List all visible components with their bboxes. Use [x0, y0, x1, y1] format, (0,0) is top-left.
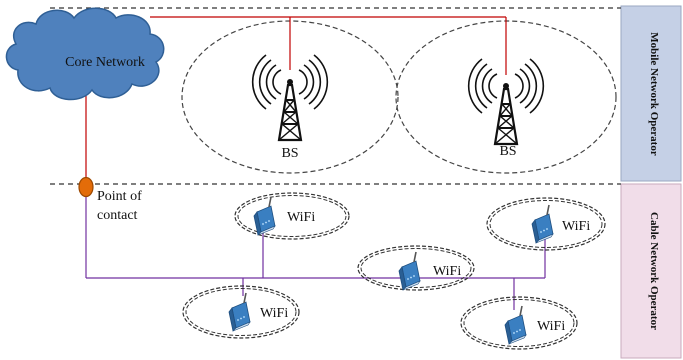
wifi-node: WiFi [182, 285, 300, 339]
operator-sidebar: Mobile Network Operator Cable Network Op… [620, 5, 682, 359]
wifi-coverage [486, 197, 606, 251]
mobile-operator-panel [620, 5, 682, 182]
point-of-contact-label-2: contact [97, 208, 138, 223]
wifi-label: WiFi [260, 306, 288, 321]
wifi-label: WiFi [537, 319, 565, 334]
wifi-node: WiFi [234, 192, 350, 240]
contact-point-icon [78, 176, 94, 198]
wifi-router-icon [253, 196, 276, 236]
base-station: BS [467, 57, 545, 159]
cable-operator-label: Cable Network Operator [648, 212, 660, 330]
wifi-router-icon [398, 251, 421, 291]
bs-label: BS [281, 146, 298, 161]
wifi-node: WiFi [486, 197, 606, 251]
wifi-coverage [460, 296, 578, 350]
wifi-router-icon [228, 292, 251, 332]
mobile-backhaul-links [85, 16, 507, 178]
wifi-coverage [182, 285, 300, 339]
core-network-label: Core Network [65, 55, 145, 70]
cloud-icon [5, 7, 165, 101]
point-of-contact: Point of contact [78, 176, 142, 223]
cable-operator-panel [620, 183, 682, 359]
mobile-operator-label: Mobile Network Operator [648, 32, 660, 156]
wifi-coverage [357, 245, 475, 291]
wifi-coverage [234, 192, 350, 240]
base-station: BS [251, 53, 329, 161]
point-of-contact-label-1: Point of [97, 189, 142, 204]
wifi-router-icon [504, 305, 527, 345]
wifi-router-icon [531, 204, 554, 244]
wifi-label: WiFi [562, 219, 590, 234]
wifi-node: WiFi [357, 245, 475, 291]
wifi-node: WiFi [460, 296, 578, 350]
wifi-label: WiFi [287, 210, 315, 225]
bs-label: BS [499, 144, 516, 159]
core-network-cloud: Core Network [5, 7, 165, 101]
cable-network-links [85, 196, 546, 310]
wifi-label: WiFi [433, 264, 461, 279]
